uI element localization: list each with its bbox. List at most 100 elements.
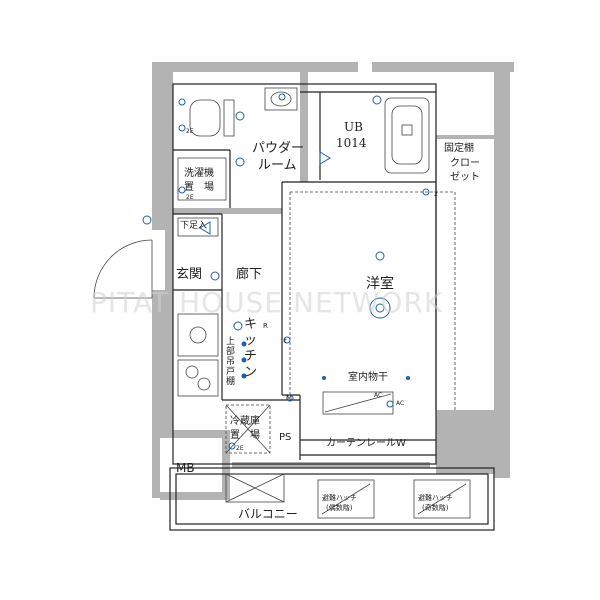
label-kitchen-n: ン <box>244 365 257 380</box>
label-fridge-1: 冷蔵庫 <box>230 414 260 427</box>
bath-drain <box>401 124 413 136</box>
label-mb: MB <box>176 461 195 475</box>
svg-text:棚: 棚 <box>226 375 235 387</box>
wall-shelf <box>436 135 498 139</box>
label-curtain-rail: カーテンレールW <box>326 437 406 449</box>
door-swing-arc <box>93 239 153 299</box>
label-m: M <box>286 394 292 402</box>
walls <box>152 62 514 500</box>
svg-text:部: 部 <box>226 345 235 357</box>
label-2e-washer: 2E <box>186 194 194 201</box>
burner-2 <box>197 377 211 391</box>
outlet-icon-t <box>283 336 291 344</box>
stove <box>177 359 219 397</box>
label-shoe-box: 下足入 <box>180 220 207 231</box>
label-hatch-odd-2: (奇数階) <box>422 503 449 512</box>
wall-hall-top <box>172 208 282 214</box>
outdoor-unit <box>225 473 285 503</box>
light-icon-kitchen <box>233 321 243 331</box>
wall-top-left <box>152 62 358 72</box>
label-ub-1: UB <box>344 120 363 134</box>
toilet <box>189 99 221 137</box>
label-hatch-even-2: (偶数階) <box>326 503 353 512</box>
light-icon-powder <box>235 111 245 121</box>
label-washer-1: 洗濯機 <box>184 166 214 179</box>
label-washer-2: 置 場 <box>184 180 214 193</box>
labels: パウダー ルーム UB 1014 固定棚 クロー ゼット 洗濯機 置 場 下足入… <box>176 120 480 521</box>
outlet-icon-basin <box>278 93 286 101</box>
hatch-odd-box <box>413 479 471 519</box>
hatch-even-box <box>317 479 375 519</box>
drying-hook-2 <box>406 376 410 380</box>
ac-diag <box>324 393 392 413</box>
label-fridge-2: 置 場 <box>230 428 260 441</box>
wall-powder-ub <box>300 72 308 182</box>
wall-balcony-top <box>232 462 430 468</box>
bathtub-inner <box>391 105 423 165</box>
fixtures <box>177 87 430 454</box>
label-entrance: 玄関 <box>176 267 202 282</box>
outlet-icon-ac <box>386 400 394 408</box>
sink <box>177 313 219 357</box>
svg-text:戸: 戸 <box>226 366 235 377</box>
shoe-box <box>177 217 219 237</box>
label-powder-room-2: ルーム <box>258 158 297 173</box>
outdoor-unit-diag2 <box>225 473 285 503</box>
label-fixed-shelf: 固定棚 <box>444 141 474 154</box>
toilet-tank <box>223 99 235 137</box>
wall-right <box>494 62 510 478</box>
label-hatch-odd-1: 避難ハッチ <box>418 493 453 502</box>
electrical-marks <box>142 93 430 450</box>
ceiling-light-icon <box>369 297 391 319</box>
wall-right-lower-block <box>436 410 496 474</box>
label-hatch-even-1: 避難ハッチ <box>322 493 357 502</box>
burner-1 <box>185 365 199 379</box>
vent-icon <box>319 151 331 165</box>
switch-icon-2 <box>178 124 186 132</box>
light-icon-ub <box>372 95 382 105</box>
light-icon-entrance <box>210 271 220 281</box>
ceiling-light-inner-icon <box>375 303 385 313</box>
svg-text:上: 上 <box>226 336 235 347</box>
light-icon-powder-2 <box>235 157 245 167</box>
wall-left-lower <box>152 290 165 430</box>
wall-bottom-left <box>152 430 222 438</box>
label-balcony: バルコニー <box>238 507 298 521</box>
light-icon <box>375 251 385 261</box>
label-powder-room-1: パウダー <box>252 141 304 156</box>
label-closet-1: クロー <box>450 157 480 169</box>
washer-space <box>177 157 227 201</box>
shoebox-mark-icon <box>199 221 211 235</box>
watermark: PITAT HOUSE NETWORK <box>90 286 443 319</box>
label-closet-2: ゼット <box>450 171 480 183</box>
outlet-dot-kitchen-3 <box>241 373 247 379</box>
label-kitchen-tsu: ッ <box>244 333 257 348</box>
wall-mb-bottom <box>160 492 230 500</box>
switch-icon-1 <box>178 98 186 106</box>
label-upper-cabinet: 上 部 吊 戸 棚 <box>226 336 235 387</box>
wall-left-upper <box>152 62 165 230</box>
label-ac-1: AC <box>374 392 382 399</box>
label-indoor-drying: 室内物干 <box>348 370 388 383</box>
outlet-icon-washer <box>178 186 186 194</box>
outlet-icon-m <box>286 394 294 402</box>
balcony <box>169 467 495 531</box>
label-kitchen-chi: チ <box>244 349 257 364</box>
bathtub <box>384 97 430 174</box>
label-2-room: 2 <box>434 191 438 198</box>
drying-hook-1 <box>322 376 326 380</box>
label-hallway: 廊下 <box>236 266 262 282</box>
washbasin <box>264 87 298 111</box>
fridge-space <box>225 404 271 454</box>
label-western-room: 洋室 <box>366 275 394 292</box>
outlet-dot-kitchen <box>241 341 247 347</box>
interior-lines <box>172 83 456 465</box>
hatch-odd-diag <box>417 483 467 515</box>
label-t: t <box>284 337 287 345</box>
label-ps: PS <box>279 432 291 443</box>
wall-inner-left <box>165 72 173 430</box>
label-2e-fridge: 2E <box>236 445 244 452</box>
fridge-diag2 <box>225 404 271 454</box>
entrance-door <box>93 239 153 299</box>
